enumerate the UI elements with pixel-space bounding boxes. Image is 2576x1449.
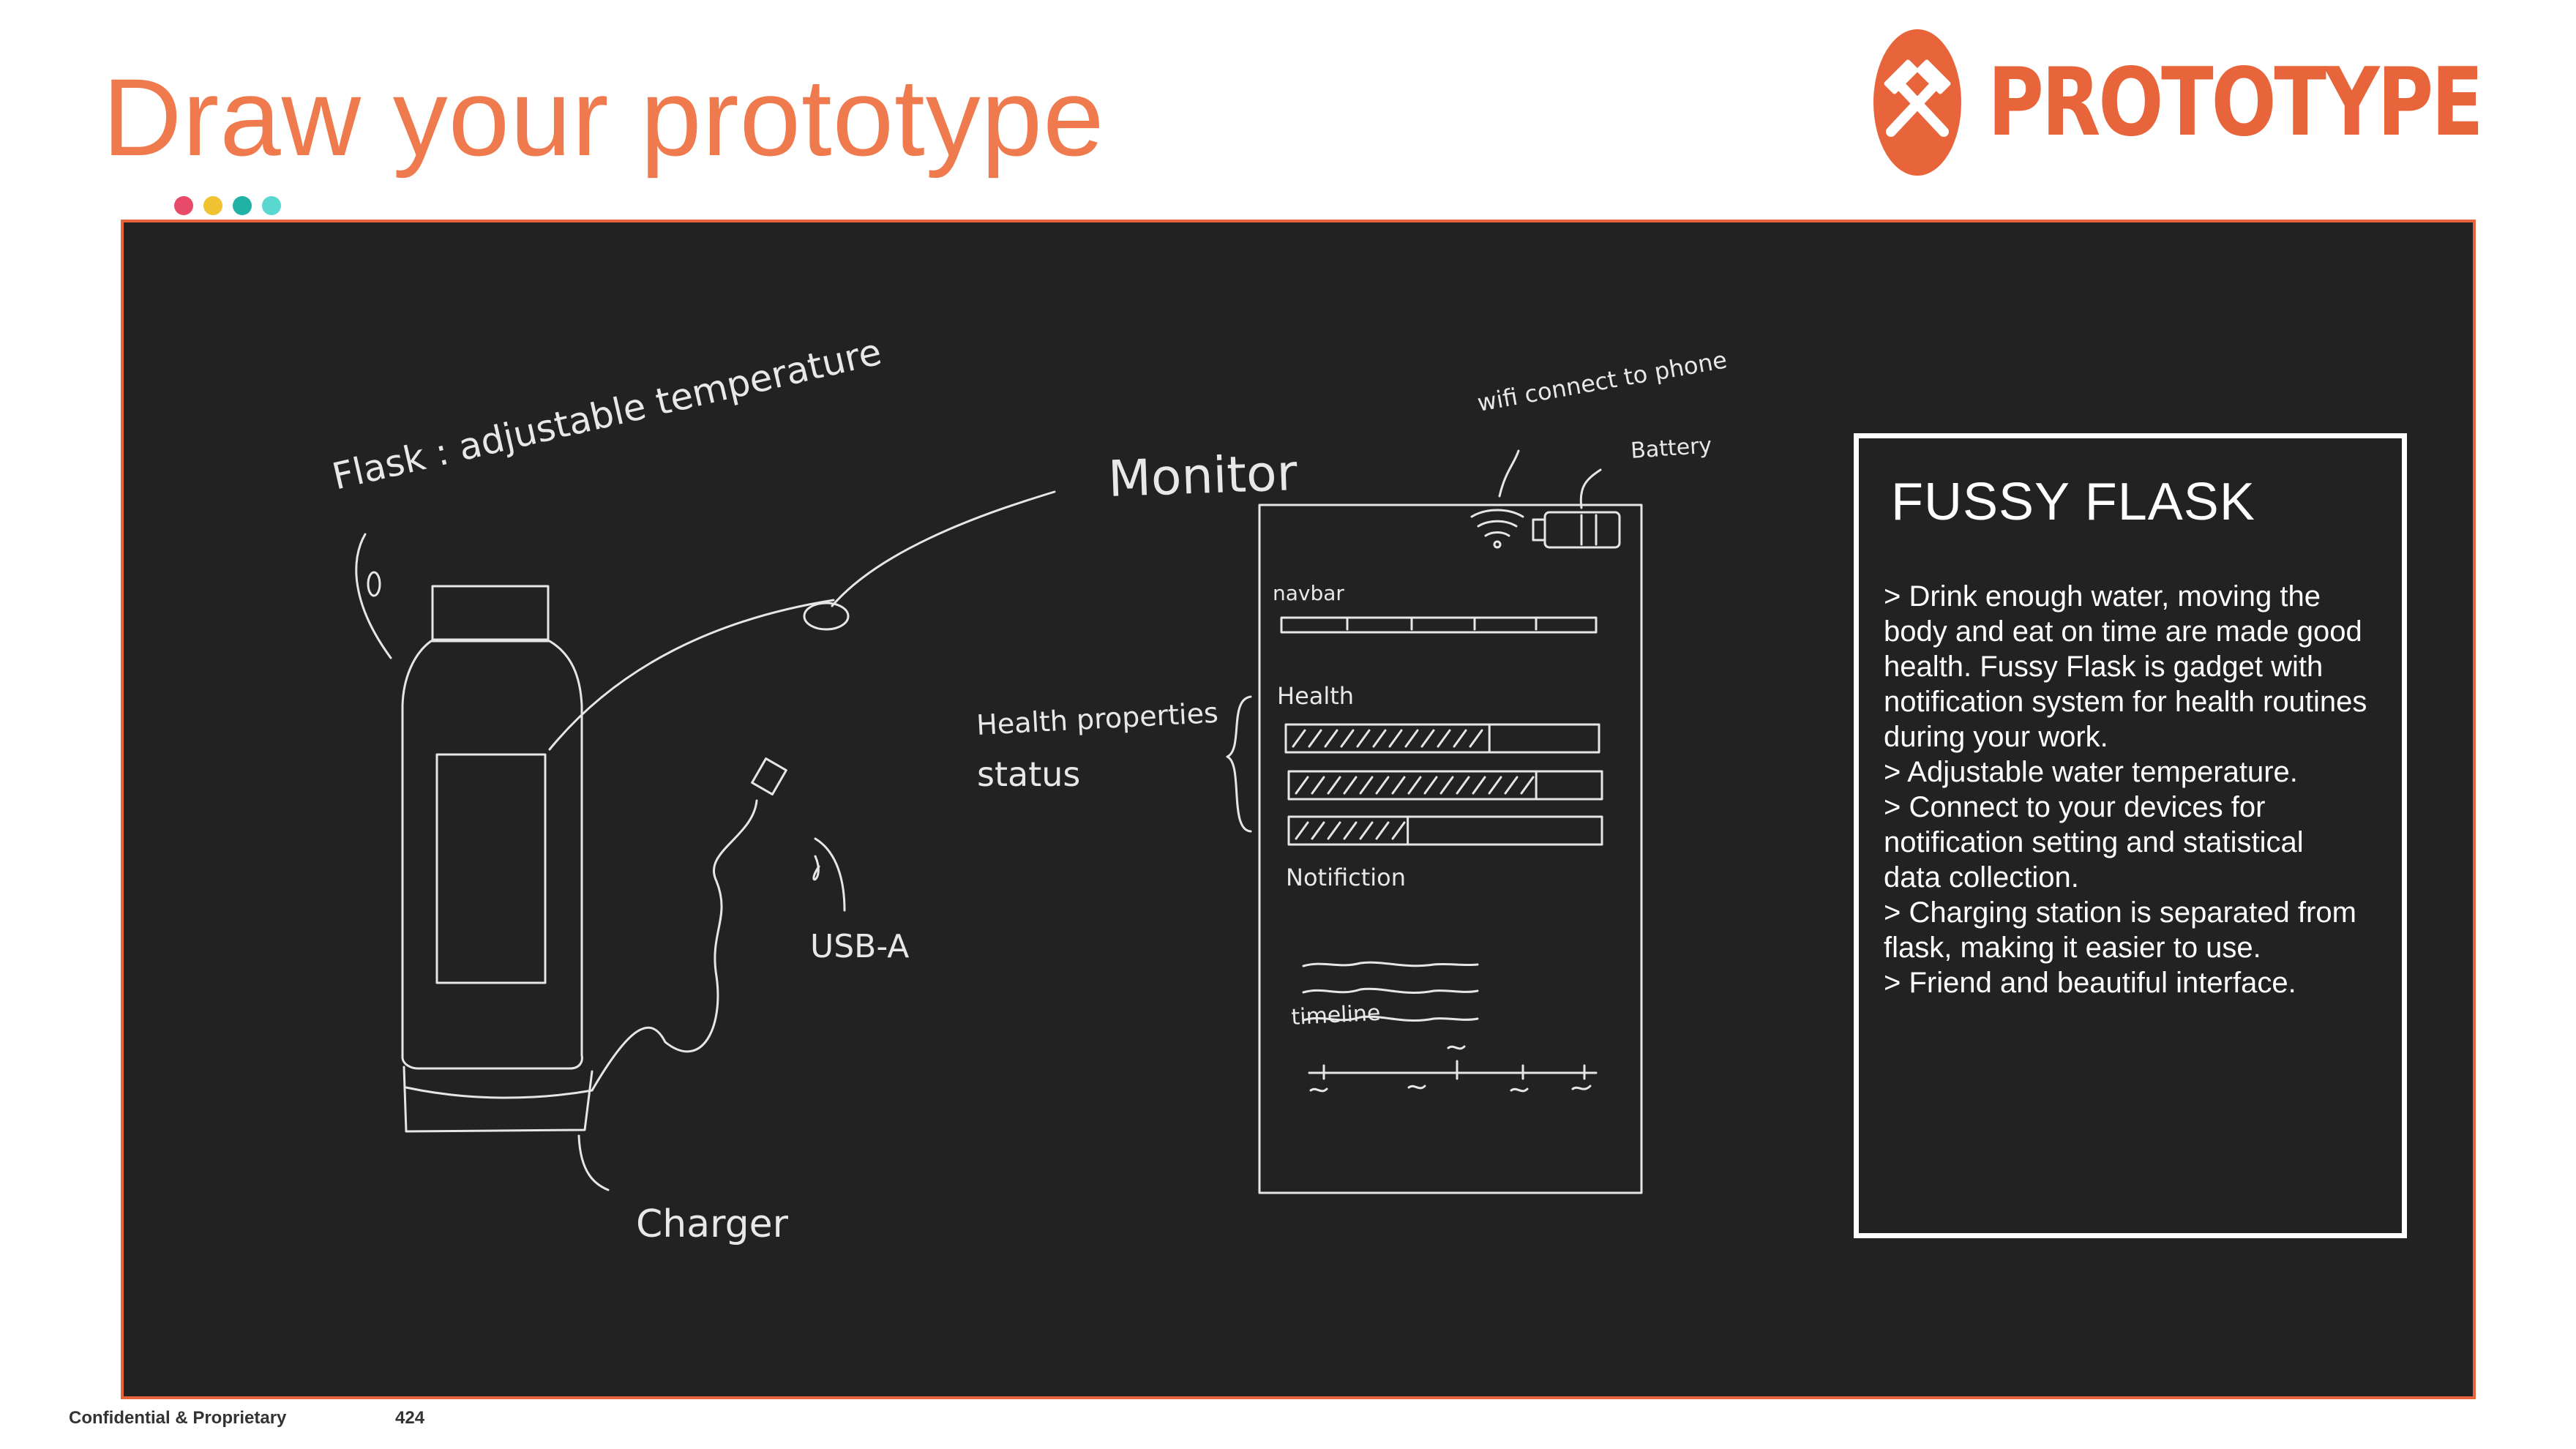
battery-icon xyxy=(1532,511,1621,549)
label-health-status-2: status xyxy=(977,755,1080,794)
label-usb: USB-A xyxy=(810,928,909,965)
health-bar-hatch xyxy=(1295,776,1309,795)
health-bar-hatch xyxy=(1340,729,1355,748)
health-bar-hatch xyxy=(1472,776,1486,795)
label-notification: Notifiction xyxy=(1286,864,1406,891)
color-dots xyxy=(174,196,281,215)
health-bar-hatch xyxy=(1423,776,1438,795)
health-bar-hatch xyxy=(1311,821,1325,840)
health-bar-hatch xyxy=(1292,729,1306,748)
health-brace xyxy=(1226,695,1252,833)
info-line: body and eat on time are made good xyxy=(1884,615,2362,648)
info-line: > Drink enough water, moving the xyxy=(1884,580,2321,613)
health-bar-hatch xyxy=(1356,729,1371,748)
info-card-title: FUSSY FLASK xyxy=(1891,473,2255,531)
label-flask: Flask : adjustable temperature xyxy=(329,330,886,498)
info-line: notification system for health routines xyxy=(1884,686,2367,718)
info-line: > Friend and beautiful interface. xyxy=(1884,967,2296,999)
health-bar-hatch xyxy=(1407,776,1422,795)
health-bar-hatch xyxy=(1488,776,1502,795)
label-navbar: navbar xyxy=(1273,581,1344,605)
info-line: > Charging station is separated from xyxy=(1884,896,2356,929)
health-bar-hatch xyxy=(1324,729,1338,748)
label-health-status-1: Health properties xyxy=(976,697,1219,741)
health-bar-hatch xyxy=(1343,821,1358,840)
health-bar-3 xyxy=(1287,815,1603,846)
health-bar-hatch xyxy=(1375,821,1390,840)
health-bar-hatch xyxy=(1439,776,1454,795)
health-bar-hatch xyxy=(1456,776,1470,795)
charger-cable xyxy=(591,799,758,1092)
health-bar-1 xyxy=(1284,723,1600,754)
label-health: Health xyxy=(1277,682,1354,710)
label-timeline: timeline xyxy=(1291,1000,1382,1030)
health-bar-hatch xyxy=(1327,821,1341,840)
wifi-icon xyxy=(1470,509,1524,549)
footer-confidential: Confidential & Proprietary xyxy=(69,1408,287,1428)
health-bar-hatch xyxy=(1437,729,1451,748)
label-charger: Charger xyxy=(636,1202,789,1246)
health-bar-hatch xyxy=(1343,776,1358,795)
dot-teal xyxy=(233,196,252,215)
health-bar-hatch xyxy=(1504,776,1519,795)
info-line: health. Fussy Flask is gadget with xyxy=(1884,651,2324,683)
info-line: data collection. xyxy=(1884,861,2079,894)
info-line: > Adjustable water temperature. xyxy=(1884,756,2298,788)
health-bar-hatch xyxy=(1308,729,1322,748)
health-bar-hatch xyxy=(1520,776,1535,795)
health-bar-hatch xyxy=(1388,729,1403,748)
label-battery: Battery xyxy=(1630,433,1712,464)
label-monitor: Monitor xyxy=(1107,444,1298,509)
flask-drawing xyxy=(355,533,594,1133)
navbar-sketch xyxy=(1280,616,1598,634)
dot-pink xyxy=(174,196,193,215)
health-bar-hatch xyxy=(1327,776,1341,795)
info-line: flask, making it easier to use. xyxy=(1884,932,2261,964)
health-bar-hatch xyxy=(1391,821,1406,840)
dot-aqua xyxy=(262,196,281,215)
slide-title: Draw your prototype xyxy=(102,56,1105,179)
crossed-hammers-icon xyxy=(1873,29,1961,176)
label-wifi: wifi connect to phone xyxy=(1475,345,1729,416)
health-bar-hatch xyxy=(1359,776,1374,795)
monitor-lead-line xyxy=(548,599,835,751)
health-bar-hatch xyxy=(1391,776,1406,795)
health-bar-hatch xyxy=(1359,821,1374,840)
health-bar-hatch xyxy=(1311,776,1325,795)
health-bar-hatch xyxy=(1295,821,1309,840)
info-line: > Connect to your devices for xyxy=(1884,791,2266,823)
health-bar-hatch xyxy=(1375,776,1390,795)
sketch-board: Flask : adjustable temperature Monitor w… xyxy=(121,220,2476,1399)
phone-frame xyxy=(1258,503,1643,1194)
health-bar-hatches xyxy=(1292,723,1538,846)
health-bar-hatch xyxy=(1469,729,1483,748)
footer-page-number: 424 xyxy=(395,1408,425,1428)
health-bar-hatch xyxy=(1404,729,1419,748)
dot-yellow xyxy=(203,196,222,215)
info-line: notification setting and statistical xyxy=(1884,826,2304,858)
prototype-logo: PROTOTYPE xyxy=(1873,29,2517,176)
info-card: FUSSY FLASK > Drink enough water, moving… xyxy=(1854,433,2407,1238)
health-bar-hatch xyxy=(1420,729,1435,748)
info-line: during your work. xyxy=(1884,721,2108,753)
health-bar-2 xyxy=(1287,770,1603,801)
logo-text: PROTOTYPE xyxy=(1988,48,2484,157)
health-bar-hatch xyxy=(1453,729,1467,748)
prototype-sketch: Flask : adjustable temperature Monitor w… xyxy=(329,330,1729,1246)
health-bar-hatch xyxy=(1372,729,1387,748)
